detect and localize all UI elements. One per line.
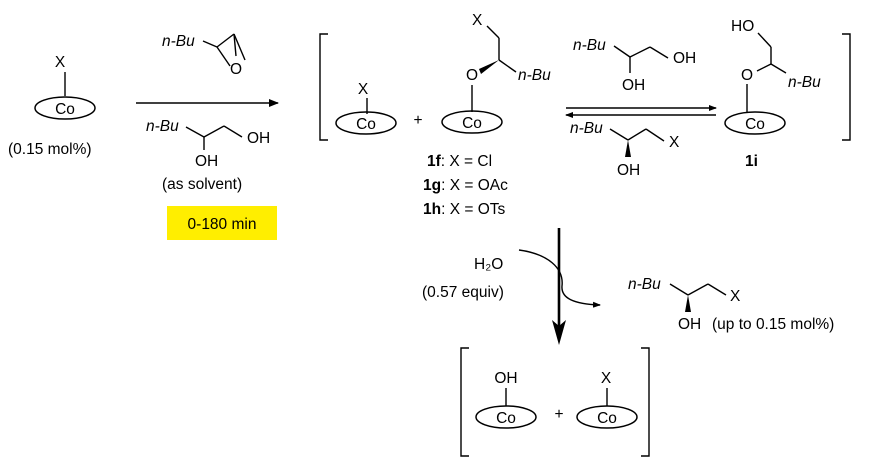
released-halohydrin: n-Bu X OH (up to 0.15 mol%) (628, 276, 834, 333)
svg-text:1h: X = OTs: 1h: X = OTs (423, 201, 506, 218)
alkoxide-nbu: n-Bu (518, 67, 551, 84)
catalyst-complex: X Co (0.15 mol%) (8, 54, 96, 158)
alkoxide-o: O (466, 67, 478, 84)
epoxide-nbu: n-Bu (162, 33, 195, 50)
product-1i-o: O (741, 67, 753, 84)
product-1i-label: 1i (745, 153, 758, 170)
catalyst-ligand: X (55, 54, 66, 71)
label-1h-text: : X = OTs (441, 201, 505, 218)
final-metal-b: Co (597, 410, 617, 427)
final-co-x: X Co (576, 370, 638, 429)
intermediate-co-alkoxide: X n-Bu O Co (441, 12, 551, 134)
cobalt-salen-ellipse (34, 96, 96, 120)
complex-1i: HO O n-Bu Co 1i (724, 18, 821, 170)
out-oh: OH (678, 316, 701, 333)
product-1i-nbu: n-Bu (788, 74, 821, 91)
eq-bottom-x: X (669, 134, 680, 151)
label-1g-id: 1g (423, 177, 441, 194)
diol-oh-b: OH (195, 153, 218, 170)
intermediate-ligand: X (358, 81, 369, 98)
out-x: X (730, 288, 741, 305)
svg-text:1f: X = Cl: 1f: X = Cl (427, 153, 492, 170)
label-1g-text: : X = OAc (441, 177, 508, 194)
eq-bottom-nbu: n-Bu (570, 120, 603, 137)
plus-sign-2: + (554, 406, 563, 423)
final-bracket (460, 347, 650, 457)
compound-labels: 1f: X = Cl 1g: X = OAc 1h: X = OTs (423, 153, 508, 218)
equilibrium-diol-top: n-Bu OH OH (573, 37, 696, 94)
final-oh: OH (494, 370, 517, 387)
diol-oh-a: OH (247, 130, 270, 147)
intermediate-co-x: X Co (335, 81, 397, 135)
label-1f-id: 1f (427, 153, 442, 170)
product-1i-metal: Co (745, 116, 765, 133)
diol-nbu: n-Bu (146, 118, 179, 135)
water-equiv: (0.57 equiv) (422, 284, 504, 301)
solvent-note: (as solvent) (162, 176, 242, 193)
final-metal-a: Co (496, 410, 516, 427)
alkoxide-x: X (472, 12, 483, 29)
svg-text:O: O (230, 61, 242, 78)
hydrolysis-arrow (518, 228, 601, 345)
eq-top-oh-a: OH (673, 50, 696, 67)
catalyst-metal: Co (55, 101, 75, 118)
eq-bottom-oh: OH (617, 162, 640, 179)
water-label: H₂O (474, 256, 503, 273)
alkoxide-metal: Co (462, 115, 482, 132)
eq-top-oh-b: OH (622, 77, 645, 94)
final-co-oh: OH Co (475, 370, 537, 429)
equilibrium-halohydrin-bottom: n-Bu X OH (570, 120, 680, 179)
epoxide-reagent: n-Bu O (162, 33, 246, 78)
plus-sign-1: + (413, 112, 422, 129)
reaction-time: 0-180 min (188, 216, 257, 233)
final-x: X (601, 370, 612, 387)
label-1f-text: : X = Cl (441, 153, 492, 170)
intermediate-metal: Co (356, 116, 376, 133)
eq-top-nbu: n-Bu (573, 37, 606, 54)
bracket-left-open (319, 33, 328, 141)
product-1i-ho: HO (731, 18, 754, 35)
label-1h-id: 1h (423, 201, 441, 218)
diol-reagent: n-Bu OH OH (as solvent) (146, 118, 270, 193)
bracket-left-close (842, 33, 851, 141)
time-highlight (167, 206, 277, 240)
out-nbu: n-Bu (628, 276, 661, 293)
catalyst-loading: (0.15 mol%) (8, 141, 92, 158)
equilibrium-arrows (565, 105, 717, 118)
reaction-time-badge: 0-180 min (167, 206, 277, 240)
water-reagent: H₂O (0.57 equiv) (422, 256, 504, 301)
out-amount: (up to 0.15 mol%) (712, 316, 834, 333)
svg-text:1g: X = OAc: 1g: X = OAc (423, 177, 508, 194)
